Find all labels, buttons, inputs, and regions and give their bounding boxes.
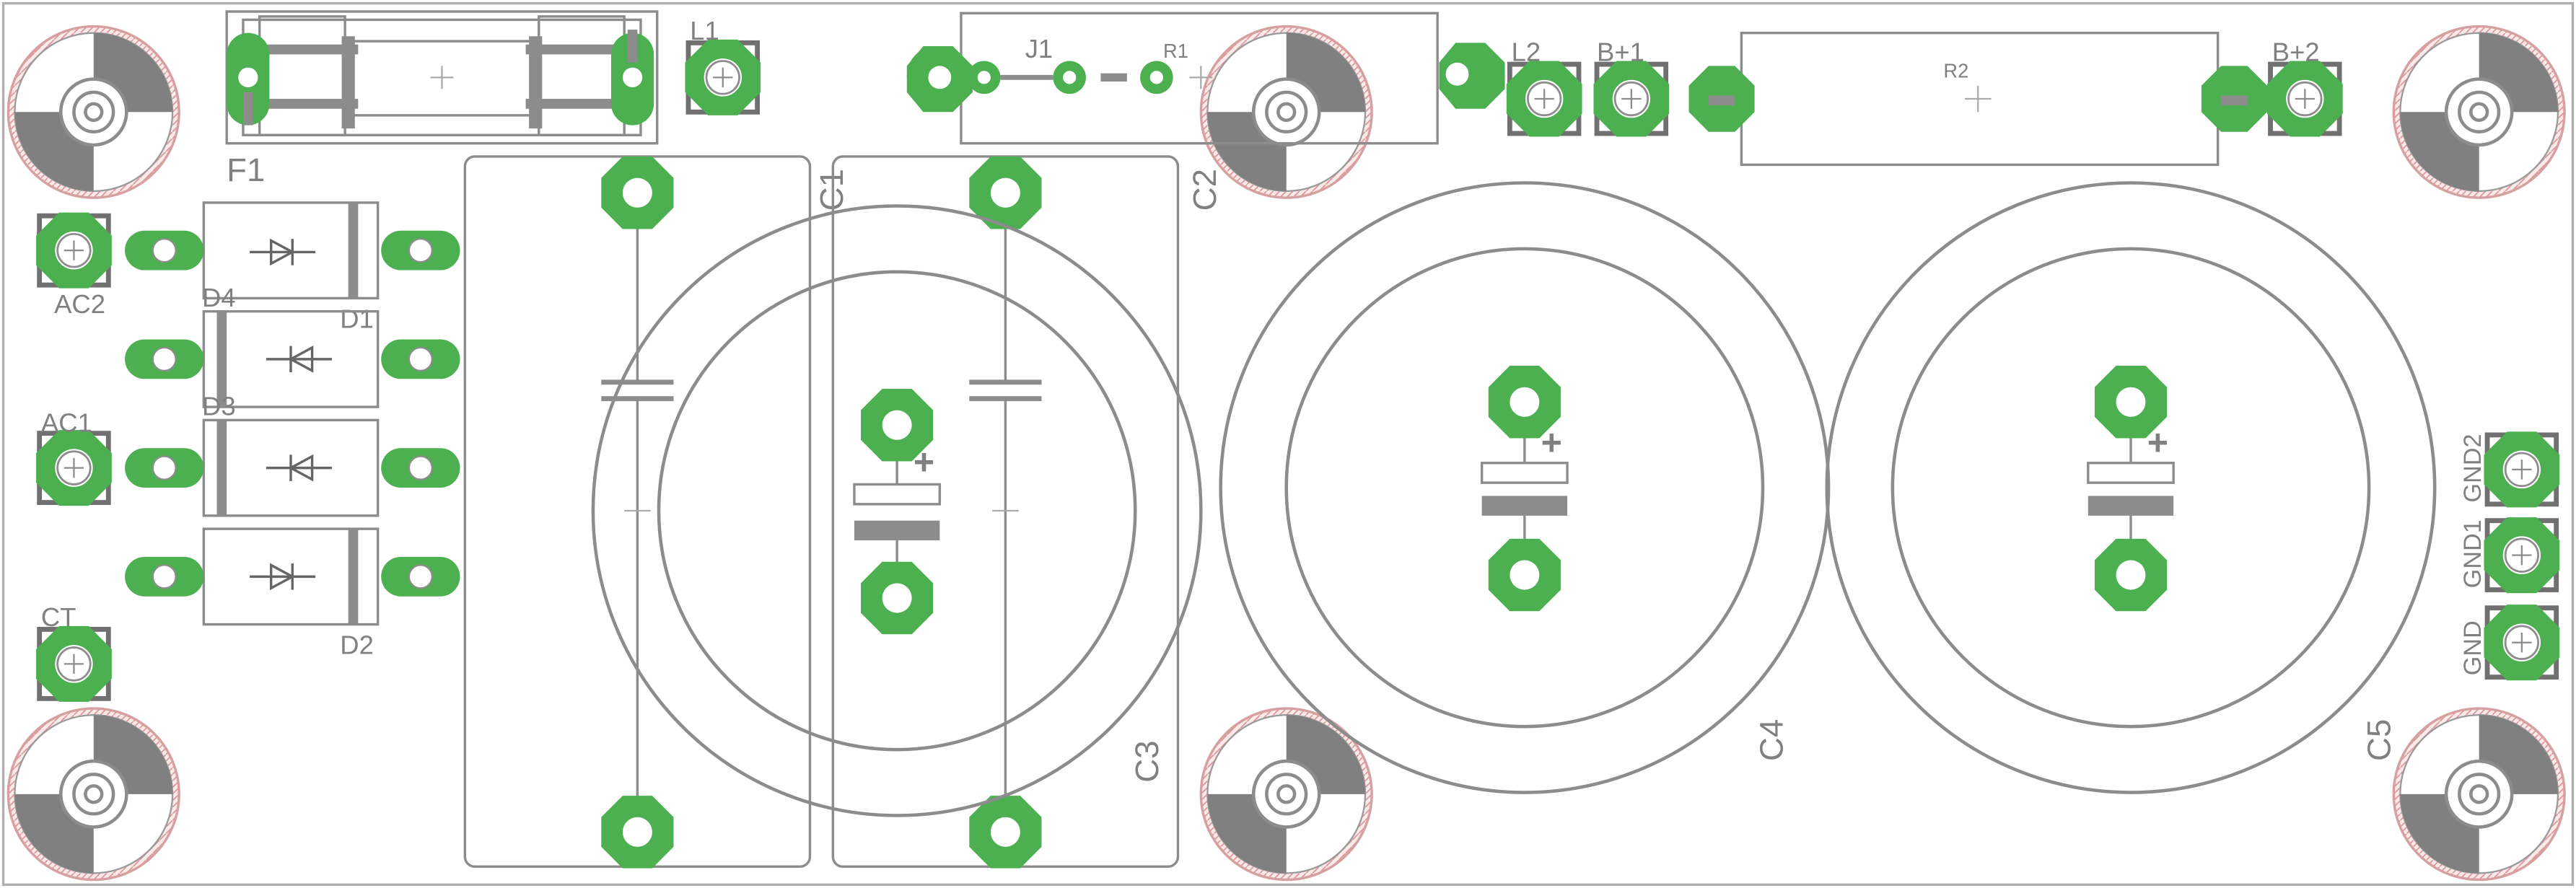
pad-gnd2[interactable]: [2484, 431, 2560, 507]
pad-b-plus-1[interactable]: [1593, 61, 1669, 137]
label-c3-plus: +: [914, 442, 934, 483]
label-gnd: GND: [2459, 620, 2487, 675]
fuse-f1: [225, 10, 659, 145]
label-l2: L2: [1512, 37, 1541, 66]
mounting-hole-top-mid: [1201, 27, 1372, 198]
label-ct: CT: [41, 602, 76, 632]
label-c2: C2: [1186, 169, 1223, 211]
pad-gnd1[interactable]: [2484, 517, 2560, 593]
diode-d2: [123, 527, 461, 626]
pad-l2[interactable]: [1507, 61, 1582, 137]
label-l1: L1: [690, 16, 719, 45]
label-r2: R2: [1943, 59, 1968, 82]
component-j1-r1: [906, 12, 1505, 145]
label-d4: D4: [202, 283, 236, 312]
label-c5-plus: +: [2147, 422, 2168, 462]
pad-l1[interactable]: [685, 40, 761, 115]
label-d2: D2: [340, 630, 374, 660]
capacitor-c4: [1219, 181, 1831, 794]
label-b-plus-1: B+1: [1597, 37, 1644, 66]
mounting-hole-bottom-right: [2393, 708, 2564, 880]
pad-ct[interactable]: [36, 626, 112, 702]
label-ac1: AC1: [41, 408, 92, 437]
label-c4: C4: [1753, 719, 1789, 761]
capacitor-c1: [463, 155, 812, 869]
pad-gnd[interactable]: [2484, 605, 2560, 680]
mounting-hole-bottom-left: [8, 708, 179, 880]
label-f1: F1: [227, 151, 265, 188]
label-c4-plus: +: [1541, 422, 1562, 462]
pad-ac2[interactable]: [36, 213, 112, 289]
label-gnd1: GND1: [2459, 519, 2487, 588]
label-c3: C3: [1129, 740, 1165, 782]
label-b-plus-2: B+2: [2272, 37, 2320, 66]
capacitor-c2: [831, 155, 1180, 869]
diode-d3: [123, 309, 461, 408]
capacitor-c5: [1825, 181, 2437, 794]
label-r1: R1: [1163, 40, 1188, 62]
pad-b-plus-2[interactable]: [2267, 61, 2343, 137]
mounting-hole-top-right: [2393, 27, 2564, 198]
label-d1: D1: [340, 304, 374, 333]
mounting-hole-top-left: [8, 27, 179, 198]
pad-ac1[interactable]: [36, 430, 112, 506]
label-ac2: AC2: [54, 289, 105, 319]
diode-d1: [123, 201, 461, 300]
label-c1: C1: [813, 169, 850, 211]
diode-d4: [123, 418, 461, 517]
capacitor-c3: [591, 204, 1203, 817]
label-d3: D3: [202, 391, 236, 421]
label-c5: C5: [2361, 719, 2398, 761]
label-j1: J1: [1025, 34, 1053, 63]
resistor-r2: [1688, 31, 2267, 167]
label-gnd2: GND2: [2459, 434, 2487, 502]
